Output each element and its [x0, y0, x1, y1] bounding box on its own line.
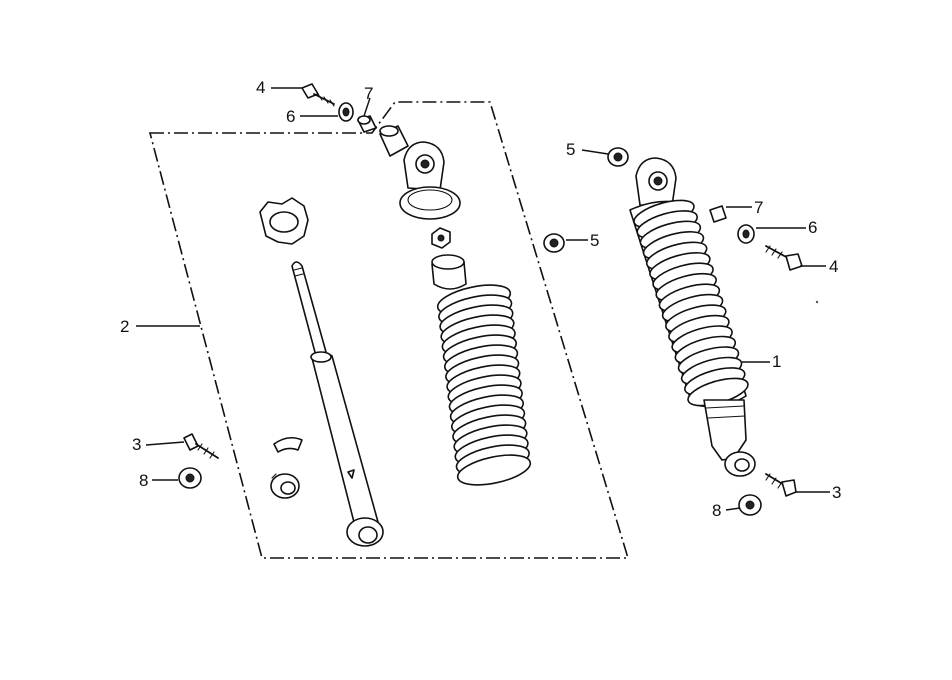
- lock-nut: [431, 227, 451, 249]
- castellated-nut: [259, 197, 309, 245]
- lower-bolt-left: [183, 433, 219, 459]
- callout-6-left: 6: [286, 107, 295, 126]
- callout-8-right: 8: [712, 501, 721, 520]
- callout-3-left: 3: [132, 435, 141, 454]
- collar-left: [357, 115, 377, 133]
- callout-3-right: 3: [832, 483, 841, 502]
- callout-7-left: 7: [364, 84, 373, 103]
- upper-bolt-right: [765, 245, 803, 271]
- leader-lines: [136, 87, 830, 511]
- damper-unit: [291, 261, 384, 547]
- lower-bolt-right: [765, 473, 797, 497]
- spring-coil: [456, 454, 532, 486]
- collar-right: [709, 205, 727, 223]
- callout-4-left: 4: [256, 78, 265, 97]
- upper-collar: [379, 125, 409, 157]
- upper-mount-eye: [399, 141, 461, 220]
- assembled-shock-absorber: [629, 157, 756, 477]
- callout-5-middle: 5: [590, 231, 599, 250]
- coil-spring: [436, 284, 532, 486]
- callout-4-right: 4: [829, 257, 838, 276]
- callout-7-right: 7: [754, 198, 763, 217]
- lower-washer-right: [738, 494, 762, 516]
- callout-8-left: 8: [139, 471, 148, 490]
- lower-washer-left: [178, 467, 202, 489]
- upper-bolt-left: [301, 83, 335, 107]
- callout-2: 2: [120, 317, 129, 336]
- callout-6-right: 6: [808, 218, 817, 237]
- washer-middle: [543, 233, 565, 253]
- bump-stop: [431, 254, 467, 290]
- kit-boundary-dashed: [148, 101, 630, 559]
- washer-left: [338, 102, 354, 122]
- speck: [815, 300, 819, 304]
- washer-right: [737, 224, 755, 244]
- rubber-crescent: [273, 436, 303, 453]
- rubber-bushing: [270, 473, 300, 499]
- callout-1: 1: [772, 352, 781, 371]
- callout-5-top: 5: [566, 140, 575, 159]
- washer-top-right: [607, 147, 629, 167]
